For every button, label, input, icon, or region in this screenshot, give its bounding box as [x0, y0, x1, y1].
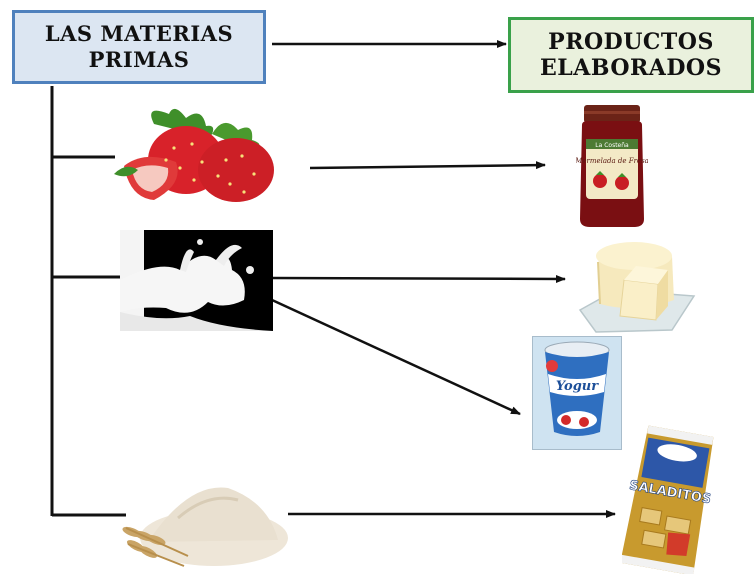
arrow-strawberry-jam	[309, 161, 546, 170]
strawberries-image	[114, 108, 274, 202]
flour-image	[122, 487, 288, 567]
jam-brand-text: La Costeña	[595, 142, 629, 149]
cheese-image	[578, 242, 696, 333]
milk-splash-image	[120, 230, 273, 331]
yogurt-image: Yogur	[532, 336, 622, 450]
jam-jar-image: La Costeña Mermelada de Fresa	[576, 105, 648, 227]
crackers-bag-image: SALADITOS	[622, 425, 714, 574]
yogurt-label-text: Yogur	[556, 379, 599, 394]
raw-materials-title-line1: LAS MATERIAS	[44, 21, 234, 46]
products-title-line1: PRODUCTOS	[548, 29, 714, 55]
products-title-line2: ELABORADOS	[540, 55, 722, 81]
arrow-milk-cheese	[271, 274, 566, 283]
products-box: PRODUCTOS ELABORADOS	[508, 17, 754, 93]
jam-label-text: Mermelada de Fresa	[576, 157, 648, 165]
raw-materials-title-line2: PRIMAS	[88, 47, 190, 72]
arrow-milk-yogurt	[271, 298, 521, 416]
raw-materials-box: LAS MATERIAS PRIMAS	[12, 10, 266, 84]
